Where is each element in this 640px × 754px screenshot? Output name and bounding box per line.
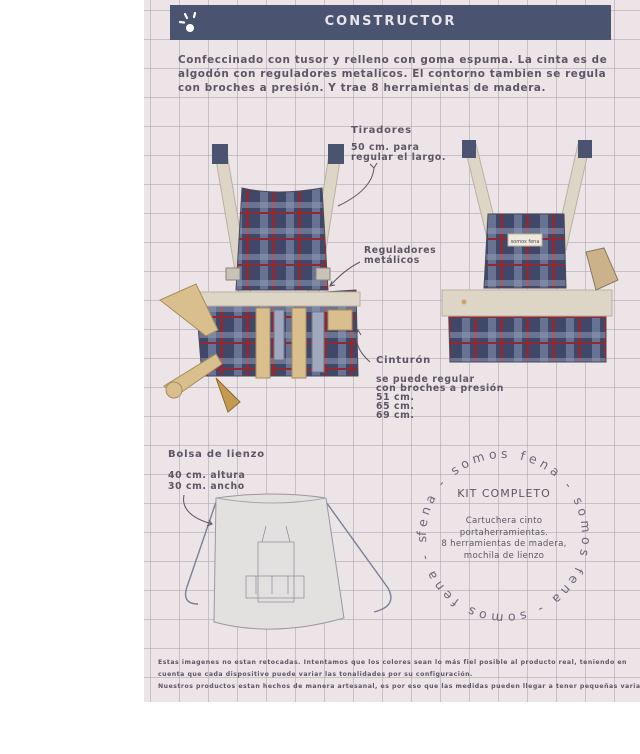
cinturon-title: Cinturón [376,355,432,366]
tiradores-line1: 50 cm. para [351,142,420,153]
kit-line4: mochila de lienzo [463,550,545,561]
bolsa-line2: 30 cm. ancho [168,481,245,492]
cinturon-line3: 51 cm. [376,392,415,403]
reguladores-line1: Reguladores [364,245,437,256]
kit-line3: 8 herramientas de madera, [441,539,567,549]
reguladores-line2: metálicos [364,255,420,266]
cinturon-line4: 65 cm. [376,401,415,412]
brand-ring-seal: fena - somos fena - somos fena - somos f… [406,434,590,626]
cinturon-line2: con broches a presión [376,383,504,394]
cinturon-line5: 69 cm. [376,410,415,421]
product-tag-label: somos fena [511,239,540,245]
logo-icon [178,11,197,32]
bolsa-line1: 40 cm. altura [168,470,246,481]
vest-front-photo [159,144,361,413]
tiradores-line2: regular el largo. [351,152,446,163]
cinturon-line1: se puede regular [376,374,475,385]
intro-paragraph: Confeccinado con tusor y relleno con gom… [178,54,608,94]
tiradores-title: Tiradores [351,125,412,136]
title-banner: CONSTRUCTOR [170,5,611,40]
vest-back-photo: somos fena [441,140,619,363]
kit-line2: portaherramientas. [459,527,549,538]
bolsa-title: Bolsa de lienzo [168,449,265,460]
page-title: CONSTRUCTOR [324,14,457,29]
canvas-bag-photo [184,493,392,630]
footer-line2: cuenta que cada dispositivo puede variar… [158,671,473,678]
footer-line3: Nuestros productos estan hechos de maner… [158,683,640,690]
footer-disclaimer: Estas imagenes no estan retocadas. Inten… [158,657,640,693]
kit-description: Cartuchera cinto portaherramientas. 8 he… [426,516,582,562]
kit-title: KIT COMPLETO [457,487,551,500]
kit-line1: Cartuchera cinto [465,516,543,526]
footer-line1: Estas imagenes no estan retocadas. Inten… [158,659,627,666]
